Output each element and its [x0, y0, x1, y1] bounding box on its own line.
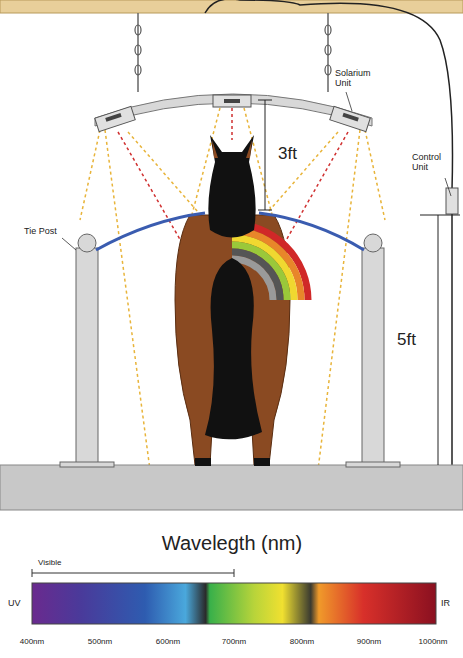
- part-label: Solarium Unit: [335, 68, 383, 89]
- tick-label: 500nm: [88, 637, 112, 646]
- tick-label: 800nm: [290, 637, 314, 646]
- axis-end-label: IR: [441, 598, 450, 608]
- tick-label: 700nm: [222, 637, 246, 646]
- range-label: Visible: [38, 558, 61, 567]
- part-label: Control Unit: [412, 152, 458, 173]
- tick-label: 600nm: [156, 637, 180, 646]
- chart-title: Wavelegth (nm): [162, 532, 302, 555]
- dimension-label: 3ft: [276, 144, 299, 164]
- tick-label: 1000nm: [419, 637, 448, 646]
- part-label: Tie Post: [24, 226, 57, 236]
- tick-label: 900nm: [357, 637, 381, 646]
- dimension-label: 5ft: [397, 330, 416, 350]
- tick-label: 400nm: [20, 637, 44, 646]
- axis-end-label: UV: [8, 598, 21, 608]
